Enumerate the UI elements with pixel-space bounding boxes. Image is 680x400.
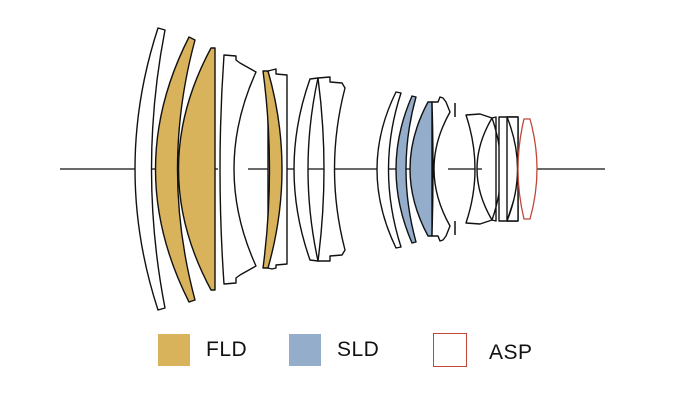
lens-element-1 [134, 27, 166, 311]
lens-element-3-fld [177, 47, 216, 291]
lens-element-17-asp [517, 118, 538, 220]
legend-label-fld: FLD [206, 338, 248, 361]
lens-element-6-fld [262, 70, 283, 269]
legend-label-sld: SLD [337, 338, 380, 361]
lens-element-11-sld [409, 101, 433, 237]
lens-element-4 [219, 54, 257, 285]
legend-label-asp: ASP [489, 341, 533, 364]
lens-element-2-fld [154, 36, 196, 303]
asp-swatch [433, 333, 467, 367]
lens-element-10-sld [395, 95, 417, 244]
fld-swatch [158, 334, 190, 366]
lens-element-9 [376, 91, 402, 249]
lens-element-12 [431, 96, 451, 242]
lens-element-8 [317, 76, 346, 262]
lens-element-16b [506, 116, 519, 222]
legend-fld: FLD [158, 333, 247, 367]
sld-swatch [289, 334, 321, 366]
legend-asp: ASP [433, 333, 533, 367]
legend-sld: SLD [289, 333, 379, 367]
